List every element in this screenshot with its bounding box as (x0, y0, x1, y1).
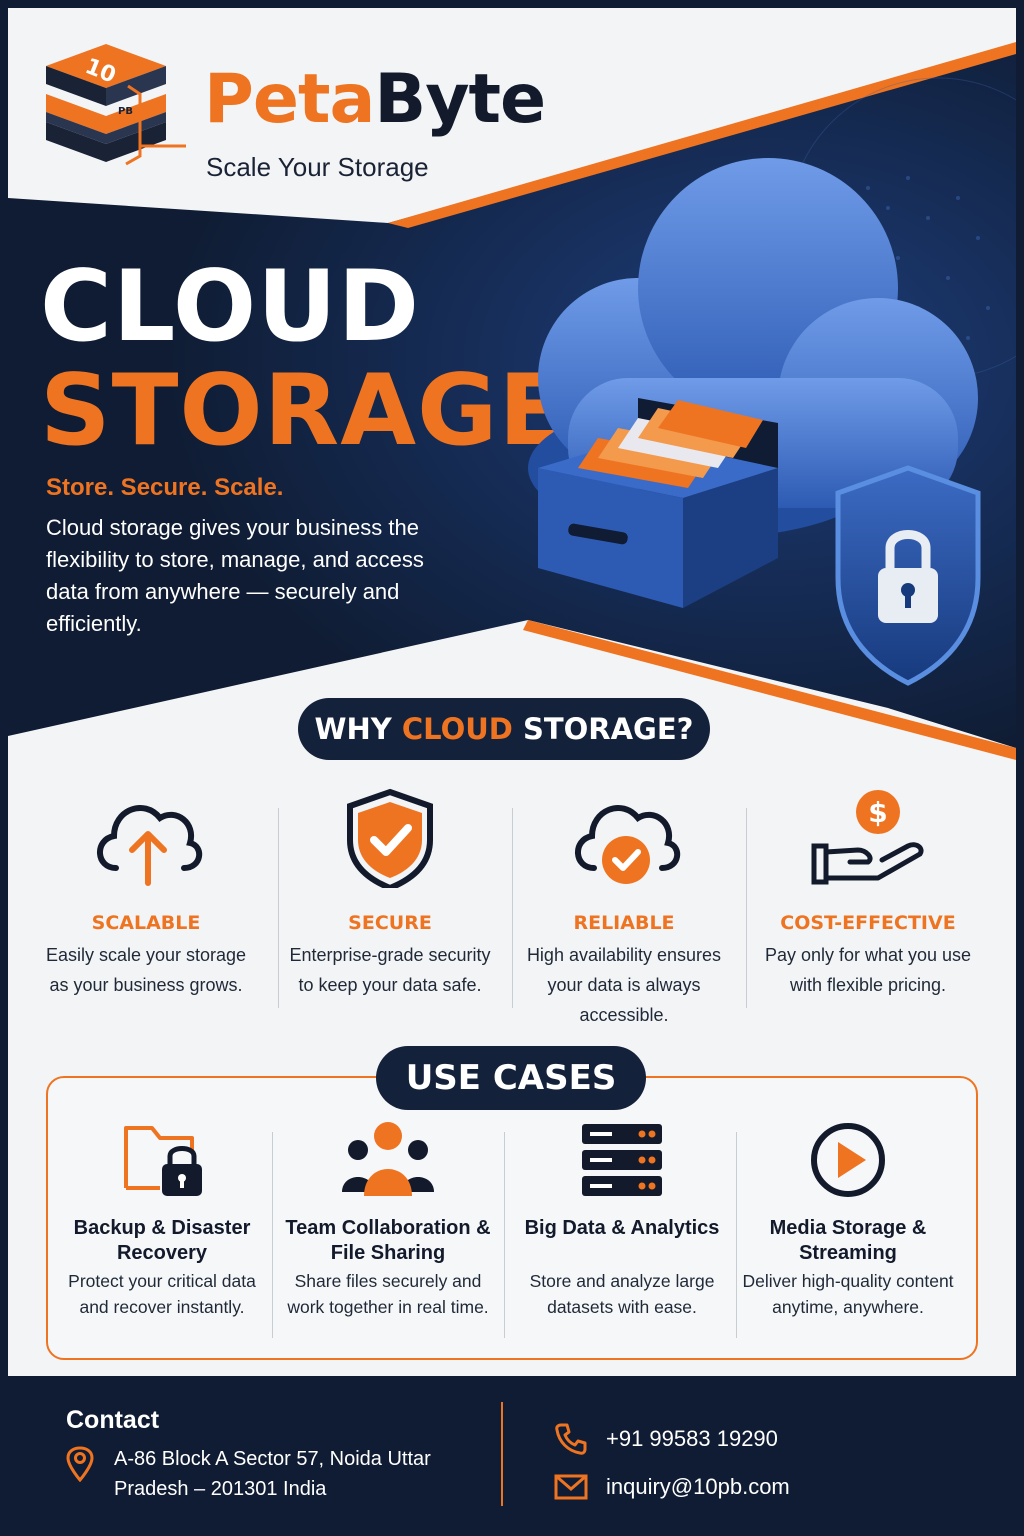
shield-lock-icon (835, 465, 981, 686)
use-cases-box (46, 1076, 978, 1360)
feature-cost-effective: $ COST-EFFECTIVE Pay only for what you u… (750, 788, 986, 1028)
footer-divider (501, 1402, 503, 1506)
logo-mark-small: PB (118, 106, 133, 117)
use-case-collaboration: Team Collaboration & File Sharing Share … (272, 1120, 504, 1350)
divider (746, 808, 747, 1008)
brand-tagline: Scale Your Storage (206, 152, 429, 182)
contact-phone[interactable]: +91 99583 19290 (606, 1426, 778, 1451)
hand-dollar-icon: $ (811, 790, 924, 885)
shield-check-icon (347, 788, 433, 888)
file-drawer-icon (538, 398, 778, 608)
hero-title: CLOUD STORAGE (40, 258, 566, 460)
use-case-description: Share files securely and work together i… (287, 1271, 489, 1317)
feature-title: SCALABLE (91, 912, 201, 934)
features-row: SCALABLE Easily scale your storage as yo… (28, 788, 996, 1028)
email-icon (554, 1474, 588, 1500)
contact-heading: Contact (66, 1406, 160, 1434)
why-heading: WHY CLOUD STORAGE? (298, 698, 710, 760)
use-case-description: Deliver high-quality content anytime, an… (742, 1271, 954, 1317)
use-case-description: Protect your critical data and recover i… (68, 1271, 256, 1317)
use-case-title: Big Data & Analytics (524, 1217, 720, 1239)
use-cases-heading: USE CASES (376, 1046, 646, 1110)
folder-lock-icon (124, 1126, 202, 1196)
hero-title-line2: STORAGE (40, 354, 567, 468)
divider (272, 1132, 273, 1338)
why-heading-accent: CLOUD (401, 712, 513, 746)
use-case-title: Backup & Disaster Recovery (73, 1217, 251, 1264)
contact-footer: Contact A-86 Block A Sector 57, Noida Ut… (8, 1376, 1016, 1528)
feature-description: Easily scale your storage as your busine… (45, 945, 247, 995)
team-icon (342, 1122, 434, 1196)
server-icon (582, 1124, 662, 1196)
use-case-big-data: Big Data & Analytics Store and analyze l… (506, 1120, 738, 1350)
feature-secure: SECURE Enterprise-grade security to keep… (272, 788, 508, 1028)
divider (278, 808, 279, 1008)
brand-name-part1: Peta (204, 60, 375, 139)
cloud-check-icon (575, 805, 680, 884)
contact-address: A-86 Block A Sector 57, Noida Uttar Prad… (114, 1448, 431, 1500)
phone-icon (555, 1423, 587, 1455)
feature-title: RELIABLE (573, 912, 675, 934)
hero-title-line1: CLOUD (40, 250, 421, 364)
hero-subtitle: Store. Secure. Scale. (46, 474, 284, 501)
cloud-upload-icon (97, 805, 202, 886)
play-icon (811, 1123, 885, 1197)
divider (512, 808, 513, 1008)
why-heading-pre: WHY (314, 712, 402, 746)
feature-title: COST-EFFECTIVE (780, 912, 956, 934)
use-case-title: Team Collaboration & File Sharing (285, 1217, 491, 1264)
feature-scalable: SCALABLE Easily scale your storage as yo… (28, 788, 264, 1028)
hero-description: Cloud storage gives your business the fl… (46, 515, 424, 636)
feature-title: SECURE (348, 912, 432, 934)
feature-reliable: RELIABLE High availability ensures your … (506, 788, 742, 1028)
poster: 10 PB PetaByte Scale Your Storage CLOUD … (8, 8, 1016, 1528)
divider (504, 1132, 505, 1338)
divider (736, 1132, 737, 1338)
feature-description: High availability ensures your data is a… (526, 945, 722, 1025)
contact-email[interactable]: inquiry@10pb.com (606, 1474, 790, 1499)
why-heading-post: STORAGE? (512, 712, 694, 746)
brand-name-part2: Byte (374, 60, 546, 139)
location-pin-icon (66, 1446, 94, 1482)
feature-description: Enterprise-grade security to keep your d… (289, 945, 491, 995)
cloud-storage-illustration (528, 158, 981, 686)
use-case-description: Store and analyze large datasets with ea… (529, 1271, 715, 1317)
petabyte-logo-icon: 10 PB (46, 44, 186, 166)
feature-description: Pay only for what you use with flexible … (764, 945, 972, 995)
use-case-title: Media Storage & Streaming (769, 1217, 927, 1264)
svg-text:$: $ (868, 796, 887, 829)
use-case-media: Media Storage & Streaming Deliver high-q… (732, 1120, 964, 1350)
brand-name: PetaByte (204, 66, 546, 134)
use-case-backup: Backup & Disaster Recovery Protect your … (46, 1120, 278, 1350)
